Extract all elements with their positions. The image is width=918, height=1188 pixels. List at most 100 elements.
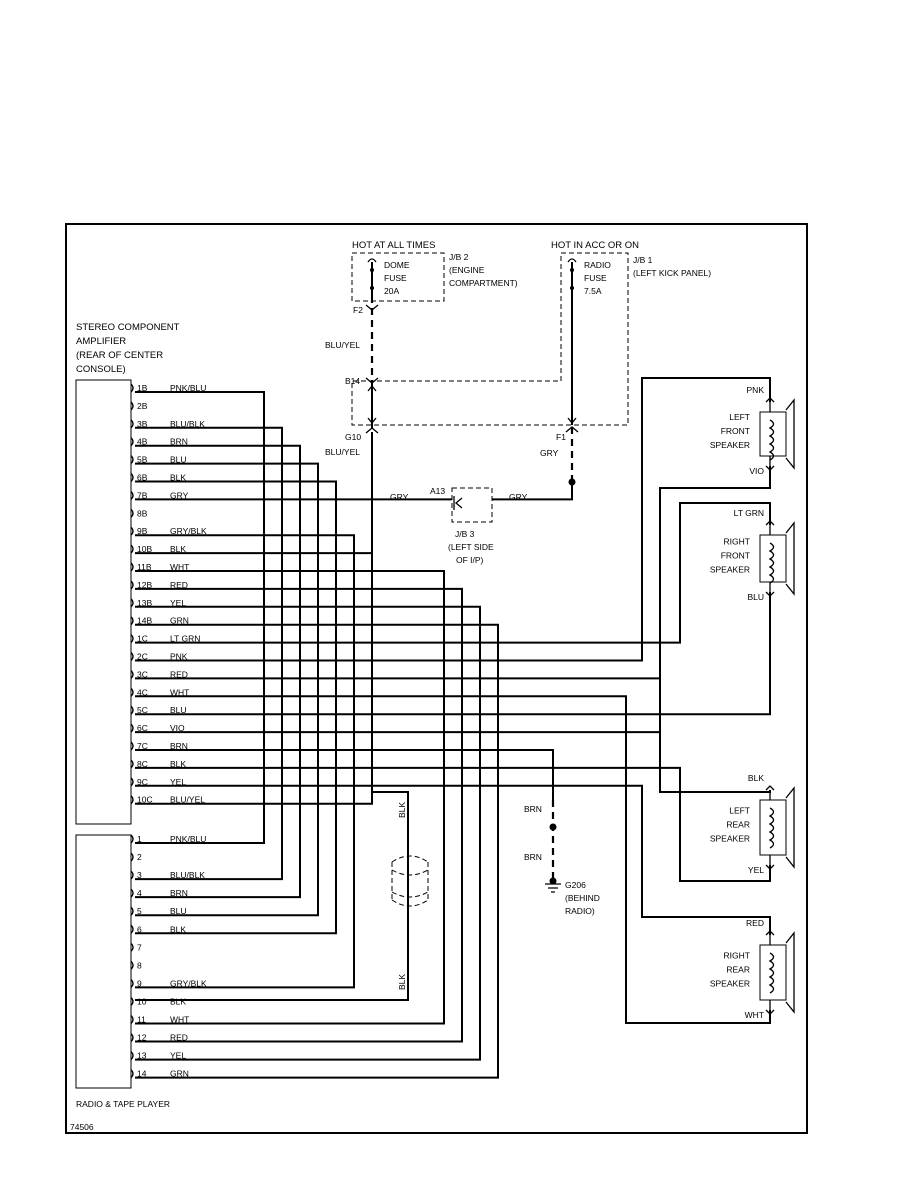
speaker-top-wire: RED bbox=[746, 918, 764, 928]
jb1-pin-label: F1 bbox=[556, 432, 566, 442]
radio-pin-label: 7 bbox=[137, 942, 142, 952]
pin-terminal bbox=[130, 526, 134, 536]
wire-blk-8c bbox=[135, 766, 771, 882]
speaker-coil bbox=[768, 807, 775, 849]
amp-wire-label: YEL bbox=[170, 777, 186, 787]
amp-pin-label: 1B bbox=[137, 383, 148, 393]
pin-terminal bbox=[130, 795, 134, 805]
radio-pin-label: 14 bbox=[137, 1069, 147, 1079]
amp-wire-label: LT GRN bbox=[170, 634, 200, 644]
radio-pin-label: 10 bbox=[137, 996, 147, 1006]
pin-terminal bbox=[130, 723, 134, 733]
jb3-connector bbox=[454, 497, 463, 509]
amp-title-line: AMPLIFIER bbox=[76, 336, 126, 347]
wires bbox=[135, 258, 771, 1079]
speaker-coil bbox=[768, 419, 775, 461]
jb2-pin-label: F2 bbox=[353, 305, 363, 315]
amp-pin-label: 1C bbox=[137, 634, 148, 644]
amp-wire-label: BRN bbox=[170, 741, 188, 751]
radio-pin-label: 3 bbox=[137, 870, 142, 880]
ground-id: G206 bbox=[565, 880, 586, 890]
pin-terminal bbox=[130, 705, 134, 715]
speaker-name: LEFT bbox=[729, 806, 750, 816]
amp-pin-label: 8C bbox=[137, 759, 148, 769]
radio-wire-label: BLU bbox=[170, 906, 187, 916]
radio-wire-label: GRY/BLK bbox=[170, 978, 207, 988]
pin-terminal bbox=[130, 634, 134, 644]
amp-pin-label: 5B bbox=[137, 455, 148, 465]
connector-terminal bbox=[365, 377, 379, 434]
amp-wire-label: GRY bbox=[170, 490, 189, 500]
wire-brn-7c bbox=[135, 749, 554, 800]
radio-wire-label: YEL bbox=[170, 1051, 186, 1061]
speaker-name: SPEAKER bbox=[710, 565, 750, 575]
speaker-top-wire: PNK bbox=[747, 385, 765, 395]
jb2-fuse-text: 20A bbox=[384, 286, 399, 296]
radio-wire-label: PNK/BLU bbox=[170, 834, 206, 844]
wire-blu-5c bbox=[135, 592, 771, 716]
wire-amp-to-radio bbox=[135, 570, 445, 1025]
pin-terminal bbox=[130, 834, 134, 844]
jb3-box bbox=[451, 487, 493, 523]
amp-pin-label: 7B bbox=[137, 490, 148, 500]
amp-pin-label: 3C bbox=[137, 669, 148, 679]
radio-pin-label: 5 bbox=[137, 906, 142, 916]
speaker-name: SPEAKER bbox=[710, 834, 750, 844]
fuse-dot bbox=[370, 268, 374, 272]
wire-label-blu-yel: BLU/YEL bbox=[325, 447, 360, 457]
fuse-dot bbox=[570, 268, 574, 272]
speaker-body bbox=[759, 534, 787, 583]
amp-wire-label: GRY/BLK bbox=[170, 526, 207, 536]
wire-amp-to-radio bbox=[135, 534, 355, 989]
pin-terminal bbox=[130, 978, 134, 988]
wire-yel-9c bbox=[135, 784, 771, 935]
wire-label-blk: BLK bbox=[397, 974, 407, 990]
speaker-bottom-wire: YEL bbox=[748, 865, 764, 875]
radio-pin-label: 13 bbox=[137, 1051, 147, 1061]
shield-symbol bbox=[391, 855, 429, 907]
amp-wire-label: PNK bbox=[170, 652, 188, 662]
pin-terminal bbox=[130, 924, 134, 934]
amp-wire-label: RED bbox=[170, 580, 188, 590]
jb2-location: COMPARTMENT) bbox=[449, 278, 518, 288]
speaker-coil bbox=[768, 952, 775, 994]
amp-pin-label: 13B bbox=[137, 598, 152, 608]
amp-pin-label: 10B bbox=[137, 544, 152, 554]
speaker-name: FRONT bbox=[721, 426, 750, 436]
amp-wire-label: WHT bbox=[170, 687, 189, 697]
radio-wire-label: BLU/BLK bbox=[170, 870, 205, 880]
pin-terminal bbox=[130, 544, 134, 554]
amp-wire-label: VIO bbox=[170, 723, 185, 733]
connector-g10: G10 bbox=[345, 432, 361, 442]
pin-terminal bbox=[130, 906, 134, 916]
fuse-terminal bbox=[567, 258, 577, 263]
amp-wire-label: BLU/BLK bbox=[170, 419, 205, 429]
speaker-name: LEFT bbox=[729, 412, 750, 422]
speaker-name: FRONT bbox=[721, 551, 750, 561]
fuse-dot bbox=[570, 286, 574, 290]
pin-terminal bbox=[130, 598, 134, 608]
speaker-top-wire: LT GRN bbox=[734, 508, 764, 518]
ground-symbol bbox=[545, 883, 561, 893]
pin-terminal bbox=[130, 652, 134, 661]
speaker-terminal bbox=[765, 397, 775, 471]
amp-pin-label: 9B bbox=[137, 526, 148, 536]
amp-wire-label: BLU/YEL bbox=[170, 795, 205, 805]
wire-label-brn: BRN bbox=[524, 804, 542, 814]
radio-pin-label: 11 bbox=[137, 1015, 146, 1025]
jb1-fuse-text: 7.5A bbox=[584, 286, 602, 296]
amp-wire-label: BLK bbox=[170, 544, 186, 554]
wire-label-gry: GRY bbox=[390, 492, 409, 502]
radio-wire-label: RED bbox=[170, 1033, 188, 1043]
pin-terminal bbox=[130, 419, 134, 429]
jb2-location: (ENGINE bbox=[449, 265, 485, 275]
amp-pin-label: 7C bbox=[137, 741, 148, 751]
wire-amp-to-radio bbox=[135, 426, 283, 881]
radio-pin-label: 9 bbox=[137, 978, 142, 988]
amp-wire-label: RED bbox=[170, 669, 188, 679]
speaker-name: SPEAKER bbox=[710, 979, 750, 989]
radio-wire-label: WHT bbox=[170, 1015, 189, 1025]
jb3-pin-label: A13 bbox=[430, 486, 445, 496]
pin-terminal bbox=[130, 490, 134, 500]
amp-pin-label: 4C bbox=[137, 687, 148, 697]
